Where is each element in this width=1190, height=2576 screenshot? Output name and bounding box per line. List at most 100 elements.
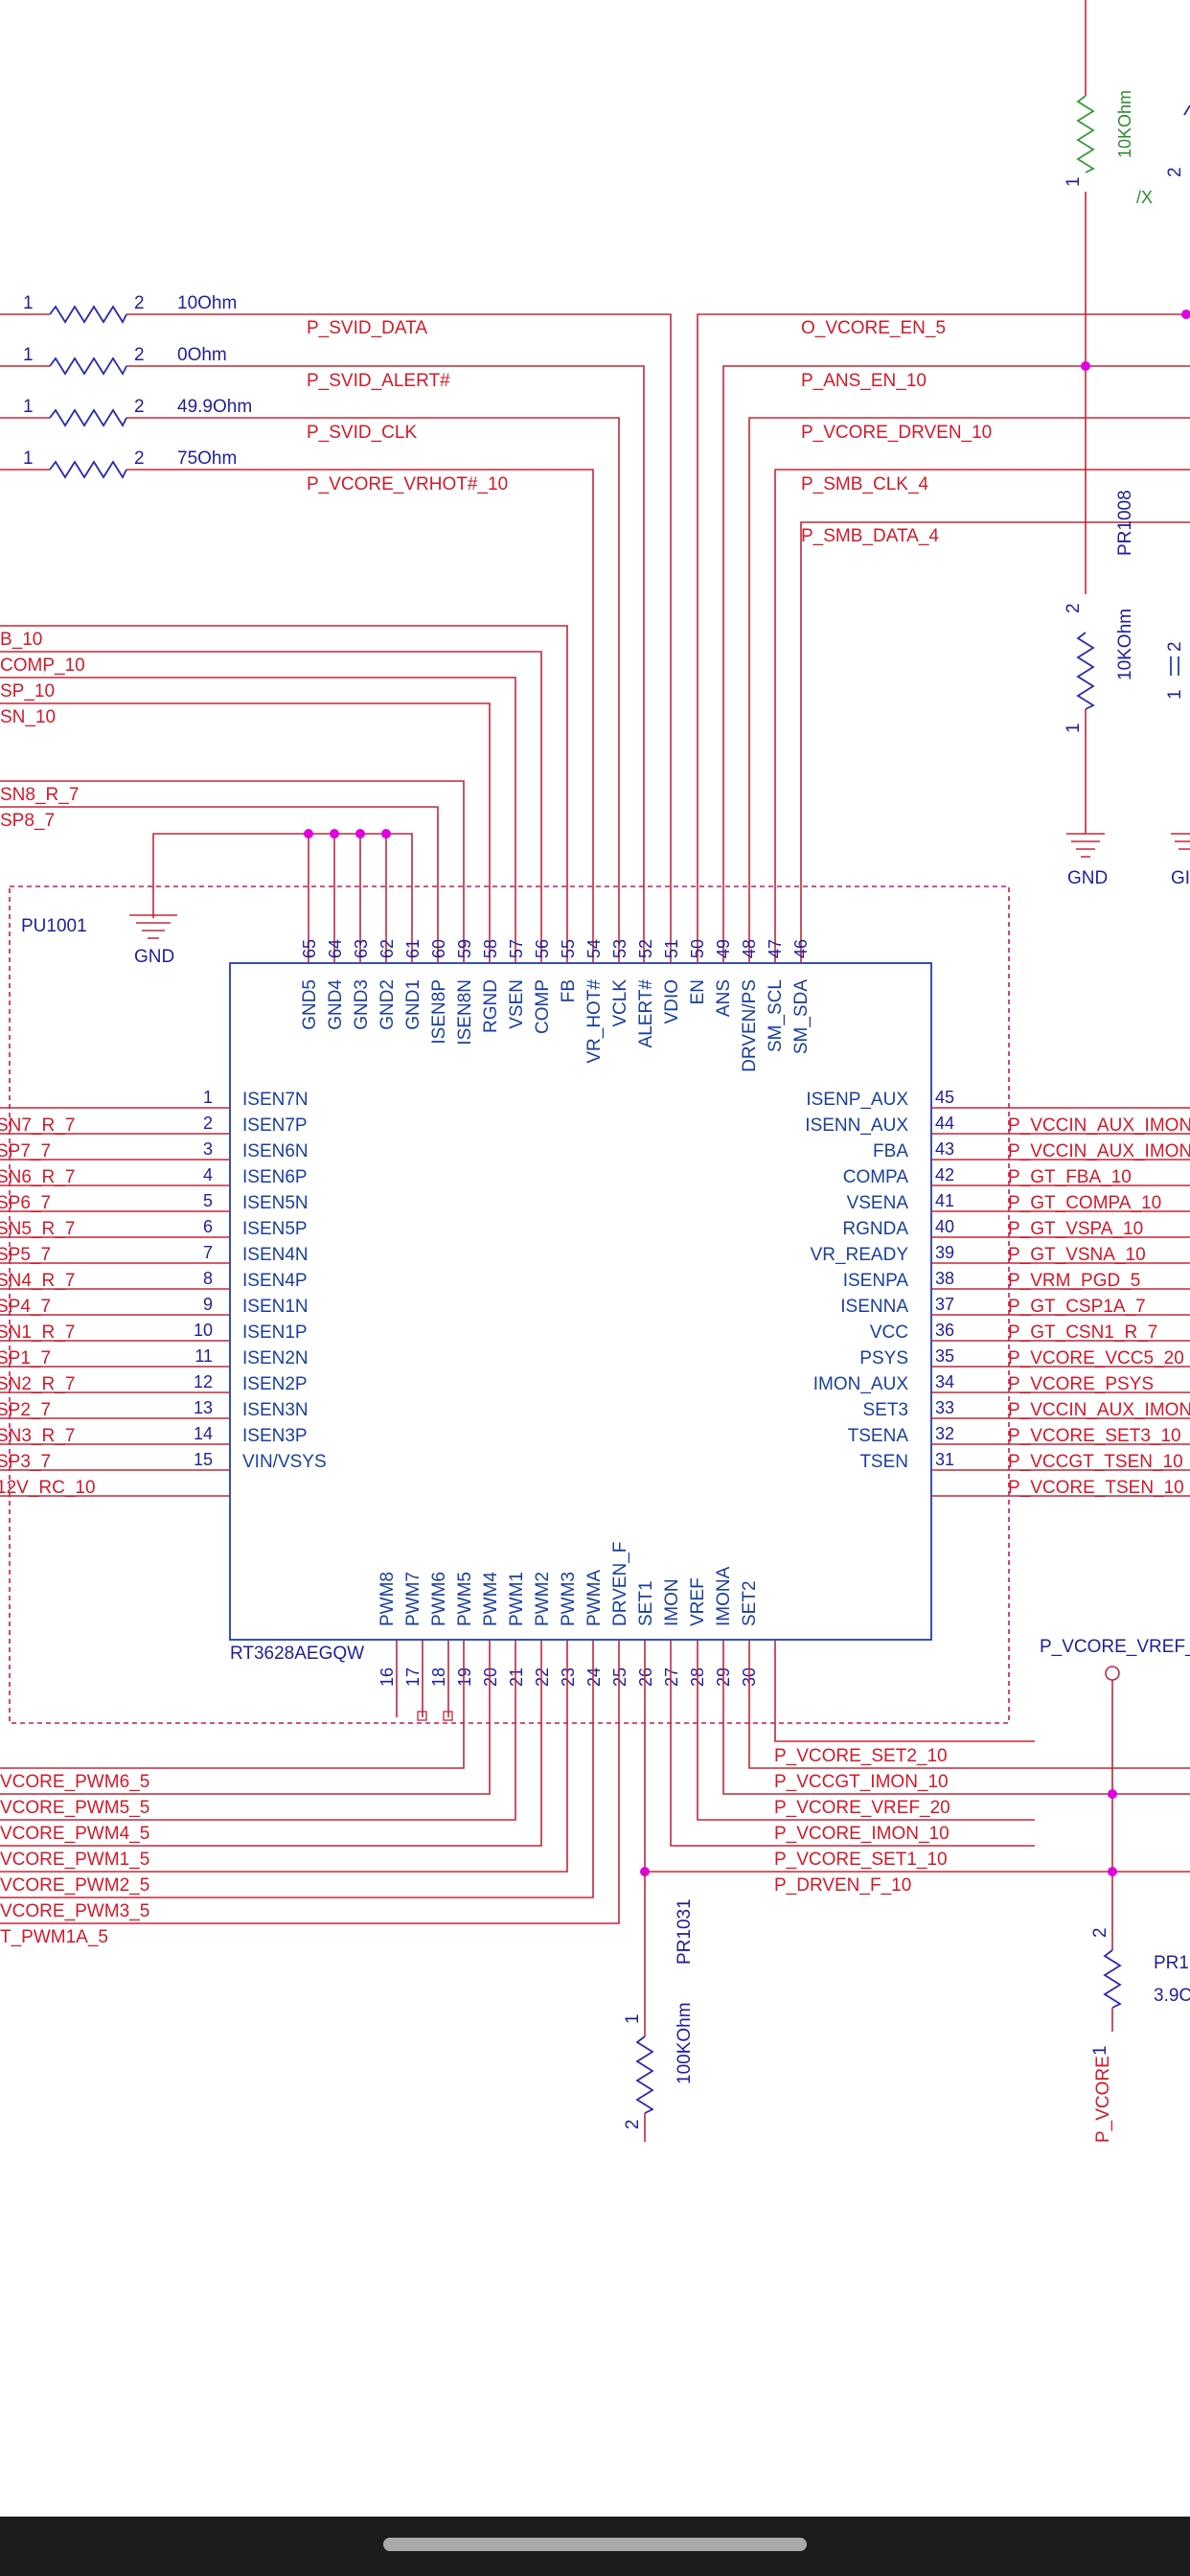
right-pin-name: COMPA [843,1167,909,1187]
left-pin-net: SN6_R_7 [0,1167,75,1187]
pr1008-pin2: 2 [1064,603,1084,613]
top-pin-name: ANS [714,979,734,1017]
left-pin-net: SN2_R_7 [0,1374,75,1394]
right-pin-net: P_GT_COMPA_10 [1008,1193,1161,1213]
left-pin-number: 3 [203,1139,213,1159]
right-pin-name: VCC [870,1322,908,1343]
left-pin-net: SN4_R_7 [0,1271,75,1291]
left-pin-number: 7 [203,1243,213,1262]
left-pin-name: ISEN3N [242,1400,309,1420]
top-pin-number: 65 [300,939,319,958]
bottom-pin-name: PWMA [584,1570,605,1626]
top-pin-name: GND3 [352,979,372,1030]
top-pin-number: 52 [636,939,655,958]
bottom-pin-name: SET1 [636,1580,656,1626]
top-pins: 65GND564GND463GND362GND261GND160ISEN8P59… [300,939,812,1072]
right-pin-name: TSENA [848,1426,909,1446]
bottom-pin-name: PWM3 [559,1572,579,1626]
net-svid-clk: P_SVID_CLK [307,423,417,443]
bottom-pin-number: 21 [507,1668,526,1687]
right-pin-number: 44 [935,1114,954,1133]
net-smb-data: P_SMB_DATA_4 [801,526,939,546]
right-pin-net: P_VCCGT_TSEN_10 [1008,1452,1183,1472]
home-indicator[interactable] [383,2538,807,2551]
net-vcore-drven: P_VCORE_DRVEN_10 [801,423,992,443]
net-vcore-set2: P_VCORE_SET2_10 [774,1746,948,1766]
vref-net-label: P_VCORE_VREF_ [1040,1637,1190,1657]
left-pin-name: ISEN7P [242,1116,308,1136]
top-right-res-value: 10KOhm [1115,90,1134,158]
top-pin-number: 54 [584,939,604,958]
right-pin-net: P_GT_VSNA_10 [1008,1245,1146,1265]
bottom-pin-name: PWM2 [533,1572,553,1626]
bottom-pin-name: PWM4 [481,1572,501,1626]
net-svid-data: P_SVID_DATA [307,318,427,338]
right-pin-name: RGNDA [842,1219,908,1239]
right-pin-name: ISENNA [840,1297,908,1317]
bottom-pin-number: 26 [636,1668,655,1687]
top-pin-name: ALERT# [636,979,656,1048]
top-pin-number: 57 [507,939,526,958]
net-svid-alert: P_SVID_ALERT# [307,371,450,391]
net-pwm6: VCORE_PWM6_5 [0,1772,149,1792]
right-pin-number: 43 [935,1139,954,1159]
top-pin-number: 50 [688,939,707,958]
right-pin-net: P_VCCIN_AUX_IMON [1008,1116,1190,1136]
top-pin-number: 63 [352,939,371,958]
left-pin-name: ISEN5P [242,1219,308,1239]
top-right-res-mark: /X [1136,188,1153,207]
left-pin-name: ISEN2P [242,1374,308,1394]
component-part: RT3628AEGQW [230,1644,364,1664]
left-pin-number: 15 [194,1450,213,1469]
right-pin-net: P_VCORE_SET3_10 [1008,1426,1181,1446]
resistor-1-value: 10Ohm [177,293,237,313]
top-pin-name: GND4 [326,979,346,1030]
top-pin-name: VSEN [507,979,527,1029]
right-pin-net: P_VCCIN_AUX_IMON [1008,1400,1190,1420]
right-pin-number: 31 [935,1450,954,1469]
right-edge-pin-c: 1 [1165,689,1185,700]
net-sn10: SN_10 [0,707,56,727]
right-pin-number: 38 [935,1269,954,1288]
left-pin-net: SP3_7 [0,1452,51,1472]
left-pin-number: 4 [203,1165,213,1184]
net-vcore-set1: P_VCORE_SET1_10 [774,1850,948,1870]
left-pin-name: ISEN2N [242,1348,309,1368]
net-vcore-vref: P_VCORE_VREF_20 [774,1798,950,1818]
bottom-pin-name: PWM5 [455,1572,475,1626]
right-pin-name: PSYS [859,1348,908,1368]
top-pin-number: 55 [559,939,578,958]
left-pin-number: 9 [203,1295,213,1314]
left-pin-name: ISEN1P [242,1322,308,1343]
top-pin-name: GND5 [300,979,320,1030]
right-pin-number: 42 [935,1165,954,1184]
left-pin-net: SP1_7 [0,1348,51,1368]
resistor-2-value: 0Ohm [177,345,227,365]
resistor-3-pin2: 2 [134,397,145,417]
pr1031-refdes: PR1031 [675,1898,695,1965]
top-right-resistors: 10KOhm 1 /X 2 PR1008 2 10KOhm 1 2 1 GND … [1064,0,1190,888]
left-pin-name: ISEN3P [242,1426,308,1446]
net-vcore-imon: P_VCORE_IMON_10 [774,1824,950,1844]
right-edge-pin-b: 2 [1165,641,1185,652]
net-b10: B_10 [0,630,42,650]
bottom-pin-number: 22 [533,1668,552,1687]
top-pin-name: GND2 [378,979,398,1030]
no-connect-marker [417,1711,427,1721]
net-pwm2: VCORE_PWM2_5 [0,1875,149,1896]
pr1008-pin1: 1 [1064,723,1084,733]
pr1031-value: 100KOhm [675,2002,695,2084]
right-pin-net: P_VCORE_PSYS [1008,1374,1154,1394]
right-pin-number: 39 [935,1243,954,1262]
pr-bottom-pin2: 2 [1090,1927,1110,1938]
resistor-chain-top-left: 1 2 10Ohm P_SVID_DATA 1 2 0Ohm P_SVID_AL… [0,293,672,962]
left-pin-number: 13 [194,1398,213,1417]
resistor-4-pin1: 1 [23,448,34,469]
top-pin-name: ISEN8P [429,979,449,1045]
resistor-2-pin2: 2 [134,345,145,365]
gnd-label-right-2: GI [1171,868,1190,888]
net-pwm4: VCORE_PWM4_5 [0,1824,149,1844]
net-vrhot: P_VCORE_VRHOT#_10 [307,474,508,494]
